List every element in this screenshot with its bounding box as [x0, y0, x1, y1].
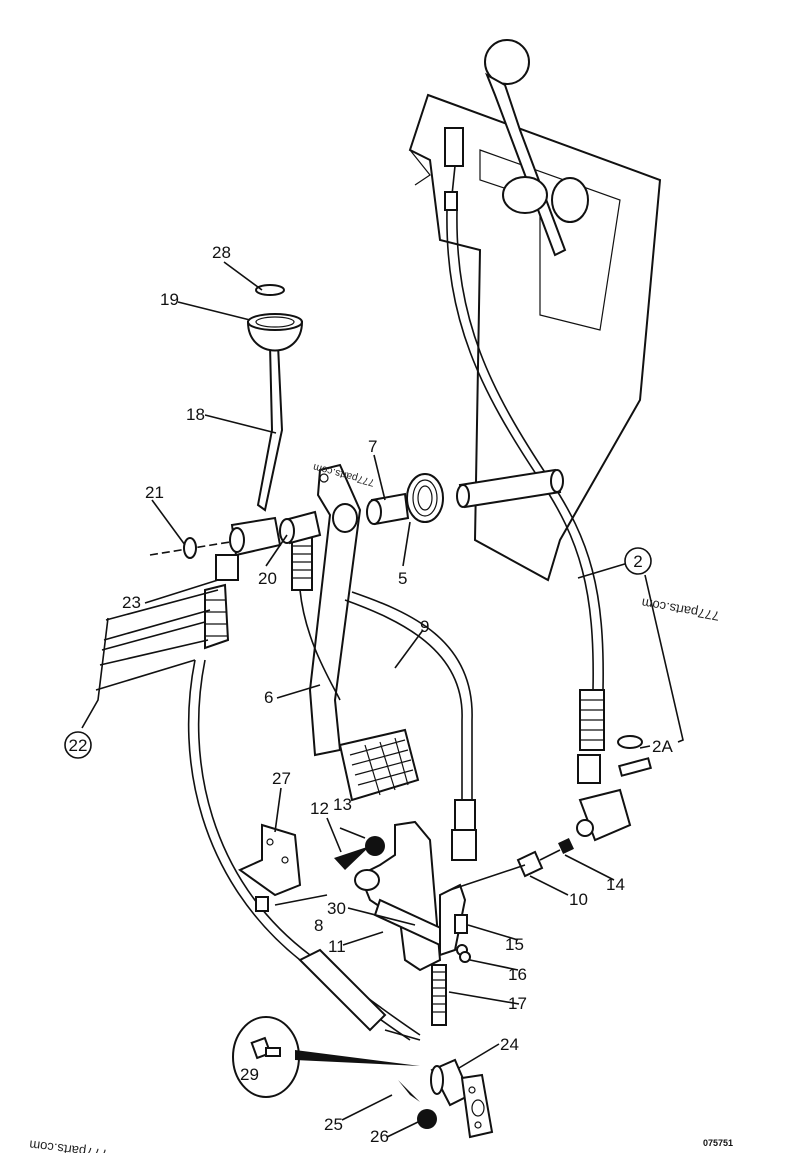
callout-7: 7 [368, 437, 377, 456]
callout-19: 19 [160, 290, 179, 309]
control-cable-22 [187, 554, 421, 1041]
callout-12: 12 [310, 799, 329, 818]
callout-22-circle: 22 [64, 731, 92, 759]
marker-triangle-12 [334, 846, 370, 870]
callout-9: 9 [420, 617, 429, 636]
clutch-pedal [308, 463, 420, 802]
callout-15: 15 [505, 935, 524, 954]
hand-lever-18 [149, 284, 322, 559]
marker-dot-26 [417, 1109, 437, 1129]
callout-27: 27 [272, 769, 291, 788]
callout-11: 11 [328, 937, 346, 956]
return-spring [291, 529, 341, 701]
pivot-shaft [456, 468, 564, 509]
detail-inset-29 [232, 1016, 420, 1098]
marker-triangle-25 [398, 1080, 420, 1102]
callout-23: 23 [122, 593, 141, 612]
hand-lever-assembly [444, 39, 589, 257]
torsion-spring-5 [406, 473, 444, 523]
callout-5: 5 [398, 569, 407, 588]
callout-8: 8 [314, 916, 323, 935]
callout-2A: 2A [652, 737, 673, 756]
callout-17: 17 [508, 994, 527, 1013]
callout-6: 6 [264, 688, 273, 707]
pin-24 [430, 1058, 494, 1139]
callout-29: 29 [240, 1065, 259, 1084]
callout-2: 2 [633, 552, 642, 571]
mounting-panel [408, 93, 662, 582]
callout-2-circle: 2 [624, 547, 652, 575]
callout-25: 25 [324, 1115, 343, 1134]
callout-20: 20 [258, 569, 277, 588]
marker-dot-13 [365, 836, 385, 856]
bushing-7 [366, 492, 410, 526]
callout-16: 16 [508, 965, 527, 984]
spring-17 [431, 951, 471, 1026]
callout-30: 30 [327, 899, 346, 918]
callout-24: 24 [500, 1035, 519, 1054]
callout-26: 26 [370, 1127, 389, 1146]
leader-lines [81, 261, 684, 1138]
callout-22: 22 [69, 736, 88, 755]
callout-28: 28 [212, 243, 231, 262]
drawing-number: 075751 [703, 1138, 733, 1148]
adjuster-hardware [449, 735, 653, 891]
callout-labels: 28 19 18 21 20 7 5 23 22 6 9 2 2A 27 12 … [64, 243, 673, 1146]
callout-13: 13 [333, 795, 352, 814]
callout-14: 14 [606, 875, 625, 894]
linkage-rod-9 [344, 591, 477, 861]
bracket-27 [238, 823, 302, 912]
callout-21: 21 [145, 483, 164, 502]
callout-10: 10 [569, 890, 588, 909]
callout-18: 18 [186, 405, 205, 424]
lever-11 [354, 820, 468, 972]
watermark: 777parts.com [28, 1137, 108, 1153]
watermark: 777parts.com [640, 595, 720, 623]
